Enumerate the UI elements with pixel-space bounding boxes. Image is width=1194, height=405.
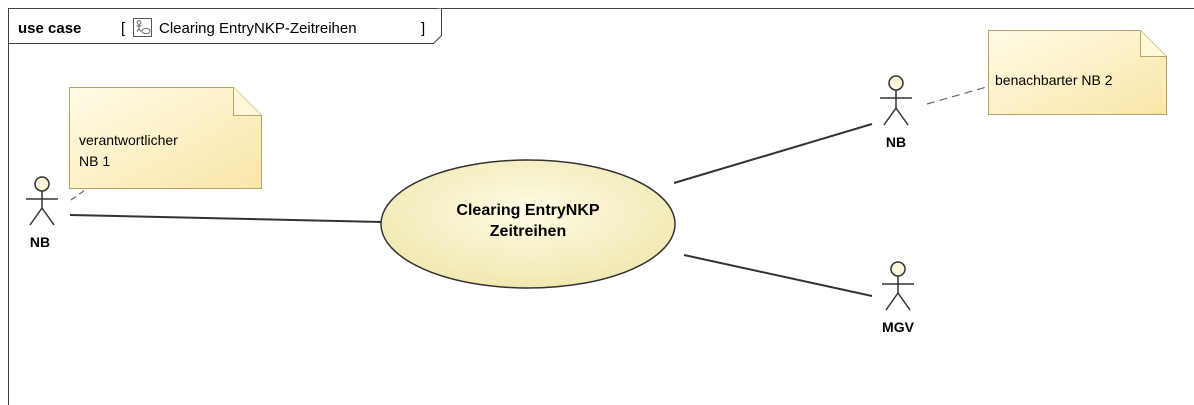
use-case-ellipse xyxy=(380,159,676,289)
note-right-line1: benachbarter NB 2 xyxy=(995,72,1113,88)
frame-name-tab xyxy=(8,8,442,44)
frame-kind: use case xyxy=(18,20,81,37)
use-case-diagram-icon xyxy=(133,18,152,37)
note-left-line1: verantwortlicher xyxy=(79,132,178,148)
frame-open-bracket: [ xyxy=(121,20,126,37)
actor-bottom-right-mgv xyxy=(882,261,914,311)
note-right xyxy=(988,30,1167,115)
actor-bottom-right-mgv-label: MGV xyxy=(882,319,915,335)
actor-top-right-nb-label: NB xyxy=(886,134,906,150)
frame-close-bracket: ] xyxy=(421,20,425,37)
use-case-title-line1: Clearing EntryNKP xyxy=(456,202,599,219)
note-anchor-right xyxy=(926,85,991,105)
actor-left-nb xyxy=(26,176,58,226)
frame-name: Clearing EntryNKP-Zeitreihen xyxy=(159,20,357,37)
actor-top-right-nb xyxy=(880,75,912,126)
note-anchor-left xyxy=(70,187,89,201)
use-case-title-line2: Zeitreihen xyxy=(490,223,566,240)
association-mgv xyxy=(683,254,873,297)
note-left-line2: NB 1 xyxy=(79,153,110,169)
association-top-right-nb xyxy=(673,123,873,184)
diagram-frame xyxy=(8,8,1194,405)
note-left xyxy=(69,87,262,189)
actor-left-nb-label: NB xyxy=(30,234,50,250)
association-left-nb xyxy=(69,214,383,223)
